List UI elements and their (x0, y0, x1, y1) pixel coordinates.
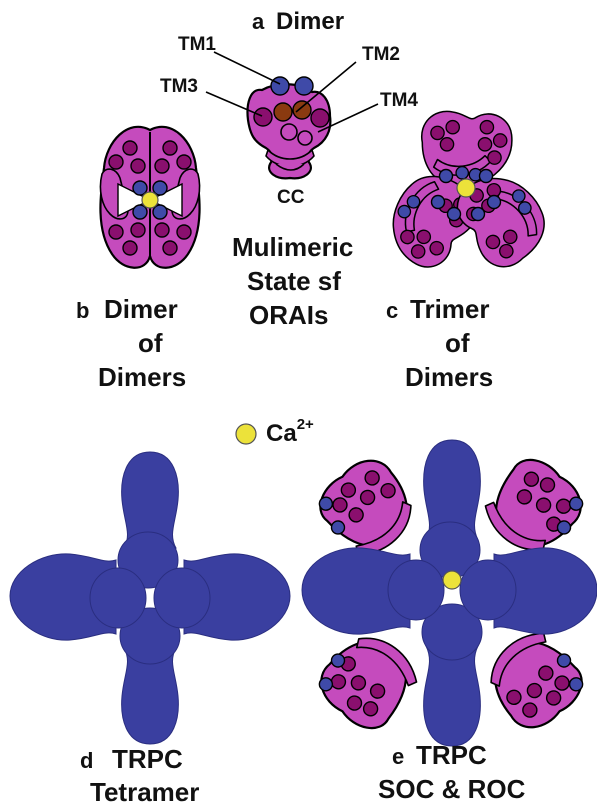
trpc-tetramer-diagram (10, 452, 290, 744)
panel-c-trimer-of-dimers: c Trimer of Dimers (374, 111, 558, 392)
panel-c-line3: Dimers (405, 362, 493, 392)
center-title-line1: Mulimeric (232, 232, 353, 262)
panel-a-letter: a (252, 9, 265, 34)
svg-text:Ca2+: Ca2+ (266, 416, 314, 447)
orai-tetramer-diagram (100, 127, 199, 268)
panel-a-title: Dimer (276, 8, 344, 35)
tm3-label: TM3 (160, 76, 198, 97)
panel-c-line2: of (445, 328, 470, 358)
center-title: Mulimeric State sf ORAIs (232, 232, 353, 330)
tm1-label: TM1 (178, 34, 216, 55)
tm3-helix (254, 108, 272, 126)
center-title-line3: ORAIs (249, 300, 328, 330)
panel-b-line3: Dimers (98, 362, 186, 392)
tm1-helix (271, 77, 289, 95)
cc-label: CC (277, 187, 305, 208)
calcium-ion-icon (236, 424, 256, 444)
orai-dimer-diagram (248, 77, 331, 178)
tm4-helix (281, 124, 297, 140)
panel-c-line1: Trimer (410, 294, 490, 324)
panel-c-letter: c (386, 298, 398, 323)
calcium-ion-legend: Ca2+ (236, 416, 314, 447)
calcium-label: Ca (266, 420, 297, 447)
panel-d-trpc-tetramer: d TRPC Tetramer (10, 452, 290, 807)
panel-e-trpc-soc-roc: e TRPC SOC & ROC (302, 440, 597, 804)
panel-b-line2: of (138, 328, 163, 358)
panel-d-line2: Tetramer (90, 777, 199, 807)
tm2-helix (274, 103, 292, 121)
tm2-label: TM2 (362, 44, 400, 65)
panel-d-line1: TRPC (112, 744, 183, 774)
trpc-orai-complex-diagram (302, 440, 597, 746)
panel-b-dimer-of-dimers: b Dimer of Dimers (76, 127, 200, 392)
calcium-charge: 2+ (297, 416, 314, 433)
panel-e-line1: TRPC (416, 740, 487, 770)
panel-d-letter: d (80, 748, 93, 773)
center-title-line2: State sf (247, 266, 341, 296)
panel-b-line1: Dimer (104, 294, 178, 324)
orai-hexamer-diagram (374, 111, 558, 277)
panel-e-letter: e (392, 744, 404, 769)
tm4-label: TM4 (380, 90, 418, 111)
panel-b-letter: b (76, 298, 89, 323)
panel-e-line2: SOC & ROC (378, 774, 526, 804)
